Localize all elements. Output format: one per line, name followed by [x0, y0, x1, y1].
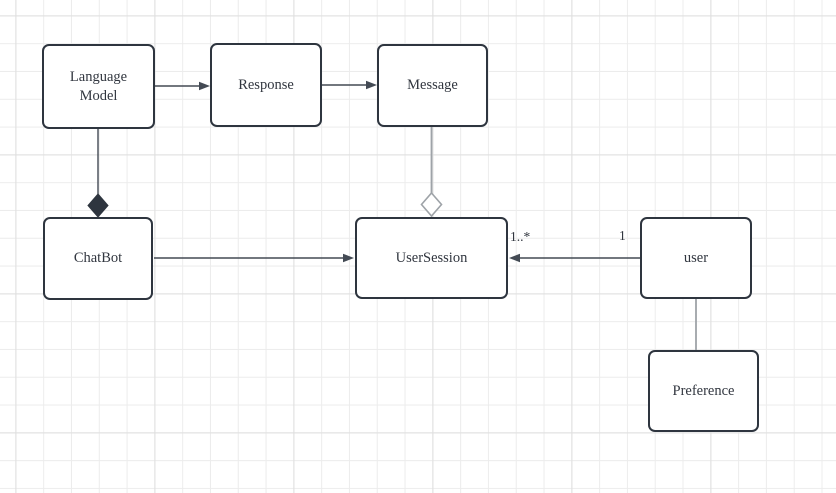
edge-languagemodel-response[interactable]	[155, 81, 210, 91]
node-response[interactable]: Response	[210, 43, 322, 127]
node-label: user	[683, 249, 709, 266]
node-language-model[interactable]: Language Model	[42, 44, 155, 129]
aggregation-diamond-icon	[420, 191, 443, 218]
arrowhead-icon	[199, 81, 210, 91]
node-label: UserSession	[395, 249, 468, 266]
edge-languagemodel-chatbot-composition[interactable]	[87, 129, 109, 218]
multiplicity-label-user: 1	[619, 228, 626, 243]
node-user[interactable]: user	[640, 217, 752, 299]
edge-message-usersession-aggregation[interactable]	[420, 127, 443, 218]
edge-response-message[interactable]	[322, 80, 377, 90]
edge-user-usersession[interactable]	[509, 253, 640, 263]
node-message[interactable]: Message	[377, 44, 488, 127]
node-chatbot[interactable]: ChatBot	[43, 217, 153, 300]
arrowhead-icon	[343, 253, 354, 263]
node-label: Response	[238, 76, 294, 93]
multiplicity-label-usersession: 1..*	[510, 229, 531, 244]
node-label: Message	[407, 77, 458, 94]
node-label: ChatBot	[73, 250, 123, 267]
edge-chatbot-usersession[interactable]	[154, 253, 354, 263]
node-usersession[interactable]: UserSession	[355, 217, 508, 299]
node-label: Language Model	[69, 69, 128, 104]
arrowhead-icon	[509, 253, 520, 263]
node-preference[interactable]: Preference	[648, 350, 759, 432]
arrowhead-icon	[366, 80, 377, 90]
node-label: Preference	[672, 382, 735, 399]
composition-diamond-icon	[87, 193, 109, 218]
